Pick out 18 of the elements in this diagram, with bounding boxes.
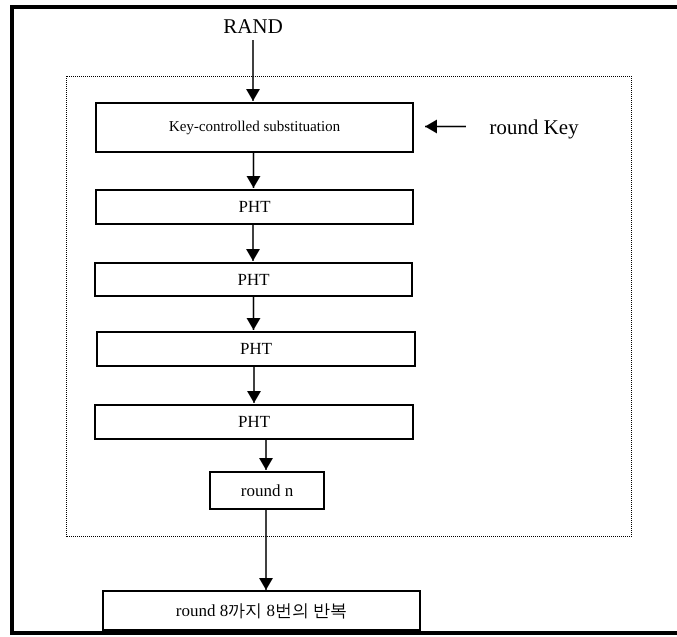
text-label: round Key — [469, 113, 599, 143]
arrow — [246, 40, 260, 101]
text-label: RAND — [213, 12, 293, 42]
arrow — [247, 366, 261, 403]
arrow — [246, 224, 260, 261]
arrow — [259, 439, 273, 470]
arrow — [425, 120, 466, 134]
process-box: PHT — [95, 189, 414, 225]
process-box: PHT — [96, 331, 416, 367]
process-box: round n — [209, 471, 325, 510]
arrow — [246, 152, 260, 188]
arrow — [259, 509, 273, 590]
arrow — [246, 296, 260, 330]
process-box: round 8까지 8번의 반복 — [102, 590, 421, 631]
dotted-frame — [66, 76, 632, 537]
process-box: Key-controlled substituation — [95, 102, 414, 153]
process-box: PHT — [94, 262, 413, 297]
process-box: PHT — [94, 404, 414, 440]
